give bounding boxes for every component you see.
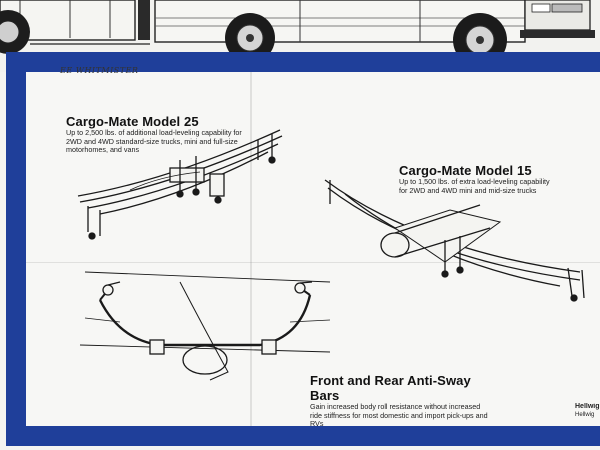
left-truck-hub xyxy=(0,20,20,44)
u-bolt xyxy=(444,236,461,272)
rear-shackle-nut xyxy=(268,156,276,164)
brand-name: Hellwig xyxy=(575,403,600,410)
model25-leaf-spring-drawing xyxy=(77,129,283,240)
headlight xyxy=(531,3,551,13)
product-model15-block: Cargo-Mate Model 15 Up to 1,500 lbs. of … xyxy=(399,163,559,195)
rear-shackle xyxy=(257,134,273,160)
shackle-nut xyxy=(88,232,96,240)
front-bumper xyxy=(520,30,595,38)
u-bolt-nut xyxy=(456,266,464,274)
anti-sway-bar-drawing xyxy=(79,271,331,381)
product-model25-block: Cargo-Mate Model 25 Up to 2,500 lbs. of … xyxy=(66,114,256,155)
brand-mark: Hellwig Hellwig xyxy=(575,403,600,419)
product-description: Gain increased body roll resistance with… xyxy=(310,402,488,429)
bar-mount-clamp xyxy=(261,339,277,355)
axle-tube xyxy=(394,204,491,258)
mount-bracket xyxy=(209,173,225,197)
shackle-bolts xyxy=(87,206,101,236)
artist-signature: EE WHITMISTER xyxy=(60,66,139,75)
brand-sub: Hellwig xyxy=(575,412,595,418)
axle-housing xyxy=(393,209,502,263)
end-link xyxy=(107,281,313,286)
model15-leaf-spring-drawing xyxy=(324,179,585,302)
product-title: Cargo-Mate Model 15 xyxy=(399,163,532,178)
sway-bar xyxy=(98,294,312,347)
frame-rail xyxy=(84,271,331,283)
frame-rail xyxy=(79,344,331,353)
u-bolt-nut xyxy=(176,190,184,198)
bar-mount-clamp xyxy=(149,339,165,355)
paper-crease xyxy=(250,72,252,426)
differential xyxy=(182,345,228,375)
product-description: Up to 1,500 lbs. of extra load-leveling … xyxy=(399,177,550,195)
driveshaft xyxy=(179,281,229,381)
product-title: Front and Rear Anti-Sway Bars xyxy=(310,373,471,403)
spring-clamp-block xyxy=(169,167,205,183)
helper-spring xyxy=(129,171,201,191)
bracket-nut xyxy=(214,196,222,204)
shackle-nut xyxy=(570,294,578,302)
truck-hitch xyxy=(138,0,150,40)
u-bolt-nut xyxy=(192,188,200,196)
product-title: Cargo-Mate Model 25 xyxy=(66,114,199,129)
product-antisway-block: Front and Rear Anti-Sway Bars Gain incre… xyxy=(310,373,490,429)
leaf-spring-line xyxy=(99,151,269,215)
truck-illustration-strip xyxy=(0,0,600,72)
axle-line xyxy=(84,317,331,323)
leaf-spring-line xyxy=(87,143,279,209)
blue-border-frame xyxy=(6,52,600,446)
front-wheel-cap xyxy=(476,36,484,44)
grille-slats xyxy=(551,3,583,13)
sway-bar-arm xyxy=(99,287,311,301)
paper-crease xyxy=(26,262,600,263)
rear-wheel-cap xyxy=(246,34,254,42)
inner-white-panel xyxy=(26,72,600,426)
u-bolt xyxy=(179,156,197,192)
u-bolt-nut xyxy=(441,270,449,278)
rear-shackle xyxy=(567,267,585,299)
product-description: Up to 2,500 lbs. of additional load-leve… xyxy=(66,128,242,155)
end-link-bushing xyxy=(294,282,306,294)
end-link-bushing xyxy=(102,284,114,296)
